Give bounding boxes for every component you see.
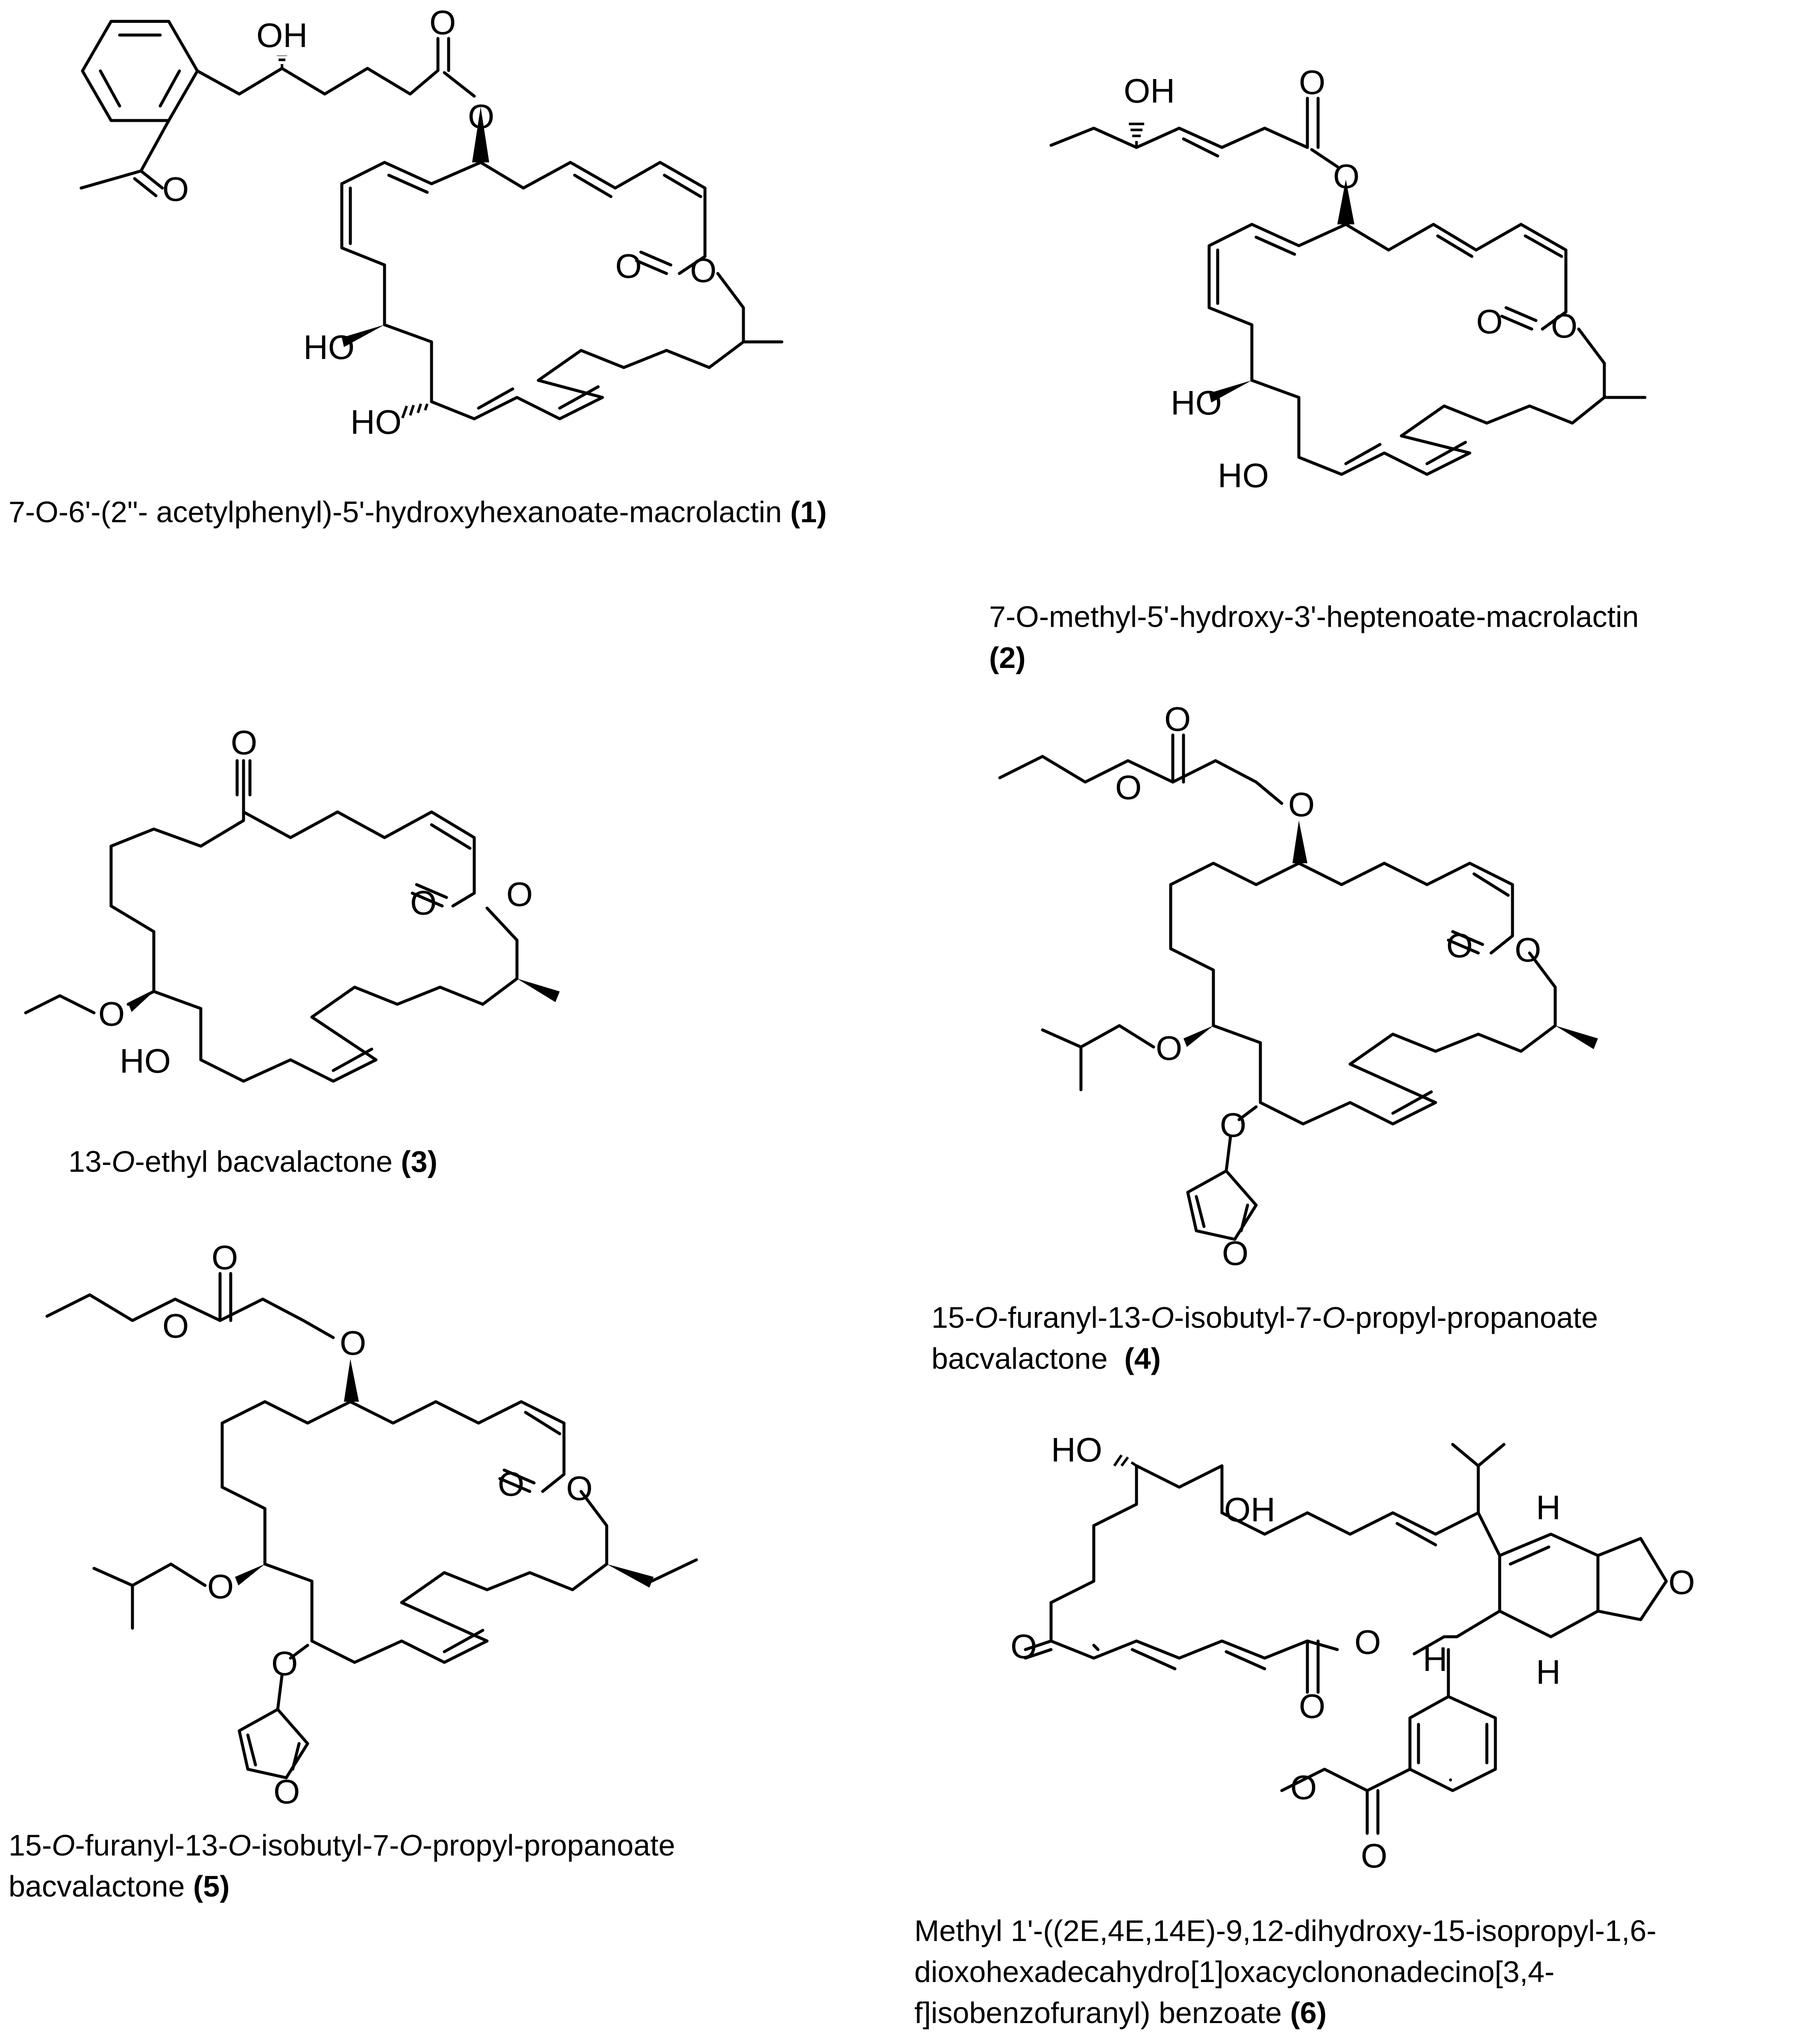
atom-label: HO [1171, 384, 1222, 422]
hashed-bond [1113, 1454, 1137, 1467]
atom-label: O [231, 723, 257, 762]
atom-label: OH [1224, 1491, 1275, 1529]
atom-label: HO [1218, 456, 1269, 494]
structure-compound-6: HO OH H O O O H H O O O [1010, 1431, 1695, 1875]
structure-compound-4: O O O O O O O O [998, 700, 1598, 1272]
caption-compound-6: Methyl 1'-((2E,4E,14E)-9,12-dihydroxy-15… [914, 1914, 1656, 2029]
hashed-bond [1129, 123, 1144, 147]
atom-label: O [271, 1644, 298, 1682]
atom-label: O [566, 1469, 593, 1507]
atom-label: O [498, 1465, 524, 1503]
compound-number: (4) [1124, 1342, 1161, 1375]
compound-number: (2) [989, 641, 1026, 674]
structure-compound-5: O O O O O O O O [45, 1238, 698, 1811]
atom-label: O [1222, 1234, 1248, 1272]
atom-label: O [690, 251, 717, 289]
atom-label: H [1423, 1640, 1448, 1678]
structure-compound-1: OH O O O O HO HO O [79, 3, 784, 441]
caption-compound-1: 7-O-6'-(2"- acetylphenyl)-5'-hydroxyhexa… [9, 495, 827, 529]
atom-label: O [1010, 1627, 1037, 1665]
atom-label: O [1668, 1563, 1695, 1601]
atom-label: O [1299, 63, 1325, 101]
atom-label: O [207, 1568, 234, 1606]
atom-label: O [211, 1238, 238, 1276]
atom-label: O [1361, 1837, 1387, 1875]
atom-label: OH [1124, 72, 1175, 110]
atom-label: H [1536, 1488, 1561, 1526]
atom-label: O [273, 1773, 300, 1811]
atom-label: H [1536, 1653, 1561, 1691]
atom-label: O [1299, 1687, 1325, 1725]
atom-label: O [1354, 1623, 1381, 1661]
atom-label: O [468, 97, 494, 135]
atom-label: O [1290, 1768, 1317, 1806]
atom-label: HO [120, 1042, 171, 1080]
compound-number: (1) [790, 495, 827, 529]
caption-compound-4: 15-O-furanyl-13-O-isobutyl-7-O-propyl-pr… [931, 1301, 1598, 1375]
atom-label: HO [1051, 1431, 1102, 1469]
atom-label: O [1115, 768, 1142, 806]
atom-label: O [615, 247, 642, 285]
atom-label: O [1333, 157, 1360, 195]
structure-compound-2: OH O O O O HO HO [1049, 63, 1647, 494]
atom-label: O [429, 3, 456, 41]
caption-compound-2: 7-O-methyl-5'-hydroxy-3'-heptenoate-macr… [989, 600, 1639, 674]
caption-compound-5: 15-O-furanyl-13-O-isobutyl-7-O-propyl-pr… [9, 1829, 675, 1903]
atom-label: O [1288, 785, 1315, 823]
atom-label: O [1220, 1106, 1246, 1144]
atom-label: O [1446, 926, 1473, 965]
atom-label: O [1156, 1029, 1182, 1067]
hashed-bond [401, 403, 429, 419]
atom-label: O [1164, 700, 1191, 738]
atom-label: O [98, 995, 125, 1033]
atom-label: O [506, 875, 533, 913]
atom-label: OH [256, 16, 308, 54]
atom-label: O [410, 884, 437, 922]
atom-label: O [1551, 307, 1577, 345]
atom-label: HO [303, 328, 355, 366]
atom-label: O [1515, 931, 1541, 969]
compound-number: (3) [401, 1145, 438, 1178]
atom-label: O [340, 1324, 366, 1362]
atom-label: O [162, 1307, 189, 1345]
caption-compound-3: 13-O-ethyl bacvalactone (3) [68, 1145, 438, 1178]
atom-label: O [162, 170, 189, 208]
atom-label: HO [350, 403, 402, 441]
compound-number: (5) [193, 1870, 230, 1903]
structure-compound-3: O O O O HO [24, 723, 560, 1083]
atom-label: O [1476, 303, 1503, 341]
compound-number: (6) [1290, 1996, 1327, 2029]
